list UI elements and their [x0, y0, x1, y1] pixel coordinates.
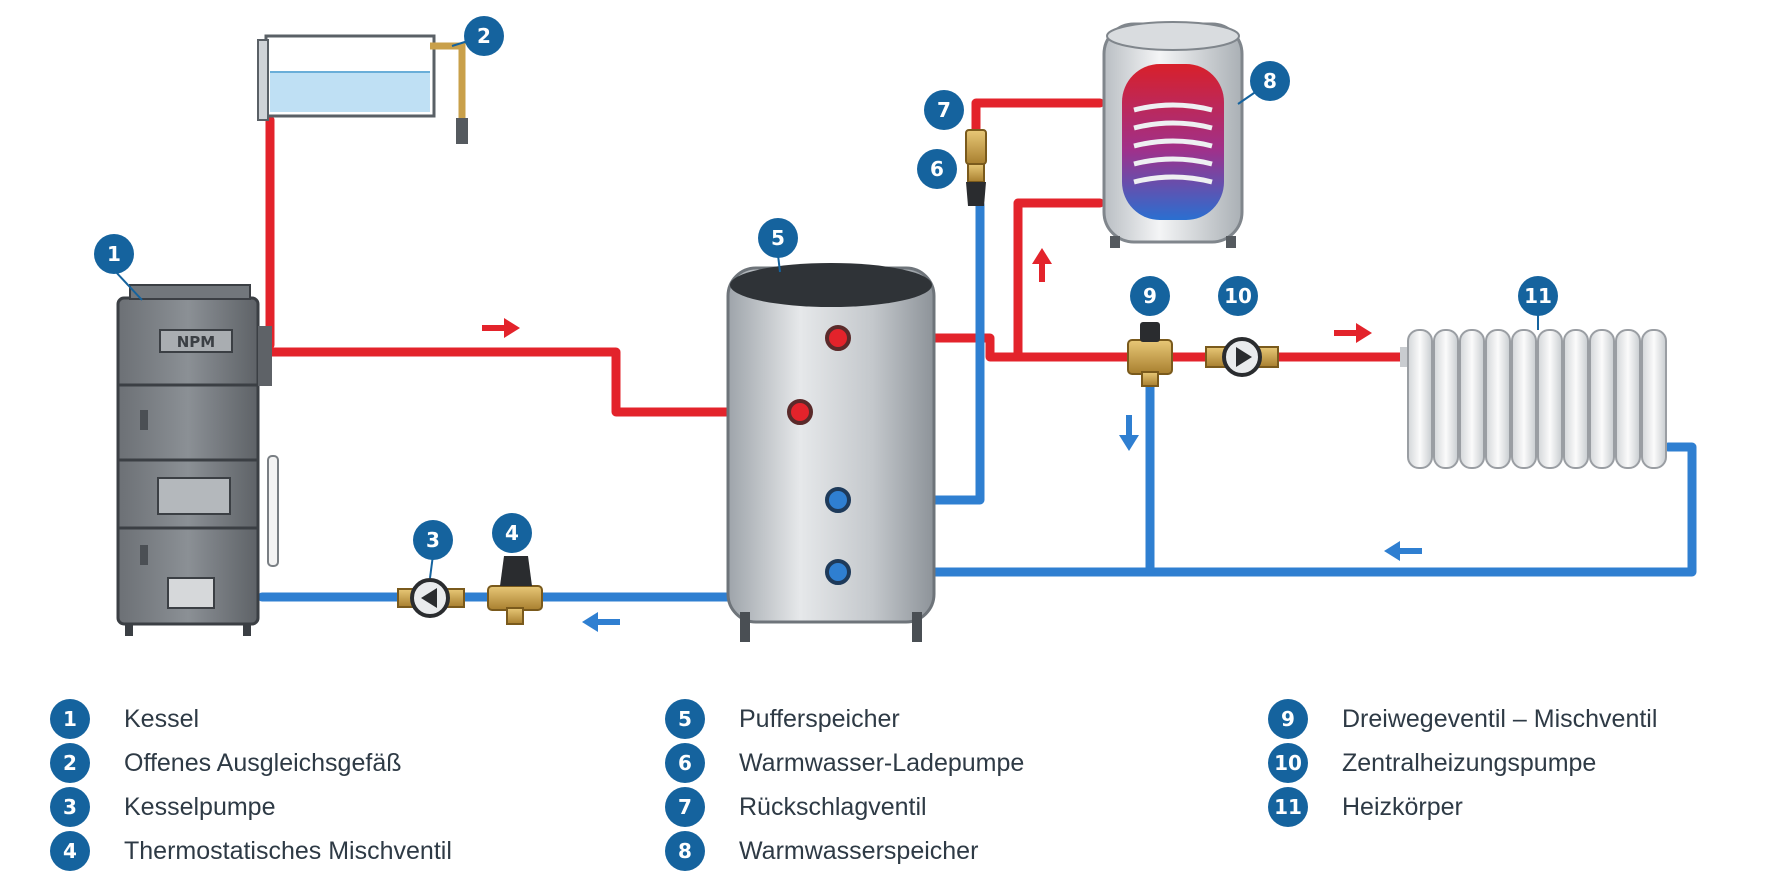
flow-arrows — [482, 248, 1422, 632]
legend-item-2: 2 Offenes Ausgleichsgefäß — [50, 741, 452, 785]
svg-text:1: 1 — [107, 242, 121, 266]
legend-label: Warmwasser-Ladepumpe — [739, 748, 1025, 777]
legend-badge: 9 — [1268, 699, 1308, 739]
svg-text:7: 7 — [937, 98, 951, 122]
radiator — [1400, 329, 1667, 469]
legend-item-11: 11 Heizkörper — [1268, 785, 1657, 829]
callout-badge-3: 3 — [413, 520, 453, 560]
callout-badge-11: 11 — [1518, 276, 1558, 316]
svg-text:5: 5 — [771, 226, 785, 250]
arrow-cold-down-icon — [1119, 415, 1139, 451]
thermostatic-mixing-valve — [487, 556, 543, 625]
legend-item-1: 1 Kessel — [50, 697, 452, 741]
arrow-hot-right-icon — [482, 318, 520, 338]
callout-badge-4: 4 — [492, 513, 532, 553]
svg-text:4: 4 — [505, 521, 519, 545]
svg-text:8: 8 — [1263, 69, 1277, 93]
legend-label: Heizkörper — [1342, 792, 1463, 821]
central-heating-pump — [1205, 337, 1279, 377]
legend-item-4: 4 Thermostatisches Mischventil — [50, 829, 452, 873]
legend-badge: 7 — [665, 787, 705, 827]
arrow-hot-right-icon — [1334, 323, 1372, 343]
legend-badge: 2 — [50, 743, 90, 783]
legend-label: Offenes Ausgleichsgefäß — [124, 748, 402, 777]
legend-badge: 6 — [665, 743, 705, 783]
dhw-top-pipe — [971, 98, 1105, 140]
legend-badge: 4 — [50, 831, 90, 871]
callout-badge-2: 2 — [464, 16, 504, 56]
boiler-logo: NPM — [177, 333, 215, 351]
callout-badge-5: 5 — [758, 218, 798, 258]
legend-item-3: 3 Kesselpumpe — [50, 785, 452, 829]
legend-label: Pufferspeicher — [739, 704, 900, 733]
callout-badge-9: 9 — [1130, 276, 1170, 316]
legend-label: Kessel — [124, 704, 200, 733]
svg-text:3: 3 — [426, 528, 440, 552]
legend-label: Warmwasserspeicher — [739, 836, 979, 865]
legend-item-7: 7 Rückschlagventil — [665, 785, 1024, 829]
svg-text:10: 10 — [1224, 284, 1252, 308]
boiler-flow-pipe — [257, 347, 805, 417]
legend-badge: 5 — [665, 699, 705, 739]
legend-label: Dreiwegeventil – Mischventil — [1342, 704, 1658, 733]
legend-badge: 10 — [1268, 743, 1308, 783]
legend-item-9: 9 Dreiwegeventil – Mischventil — [1268, 697, 1657, 741]
svg-text:2: 2 — [477, 24, 491, 48]
buffer-tank — [726, 263, 936, 642]
legend-badge: 1 — [50, 699, 90, 739]
dhw-charging-pump — [966, 163, 986, 206]
svg-text:9: 9 — [1143, 284, 1157, 308]
legend-item-8: 8 Warmwasserspeicher — [665, 829, 1024, 873]
legend-column-2: 5 Pufferspeicher 6 Warmwasser-Ladepumpe 7 R… — [665, 697, 1024, 873]
callout-badges: 1 2 3 4 5 6 7 8 9 10 11 — [94, 16, 1558, 579]
dhw-coil-flow-pipe — [1013, 198, 1105, 362]
legend-item-10: 10 Zentralheizungspumpe — [1268, 741, 1657, 785]
callout-badge-1: 1 — [94, 234, 134, 274]
legend-item-6: 6 Warmwasser-Ladepumpe — [665, 741, 1024, 785]
legend-label: Kesselpumpe — [124, 792, 276, 821]
expansion-tank — [257, 34, 468, 144]
callout-badge-10: 10 — [1218, 276, 1258, 316]
svg-text:6: 6 — [930, 157, 944, 181]
boiler: NPM — [116, 284, 279, 636]
legend-label: Zentralheizungspumpe — [1342, 748, 1597, 777]
legend-column-1: 1 Kessel 2 Offenes Ausgleichsgefäß 3 Kessel… — [50, 697, 452, 873]
legend-badge: 3 — [50, 787, 90, 827]
heating-return-pipe — [833, 442, 1697, 577]
callout-badge-6: 6 — [917, 149, 957, 189]
legend-column-3: 9 Dreiwegeventil – Mischventil 10 Zentralh… — [1268, 697, 1657, 829]
callout-badge-7: 7 — [924, 90, 964, 130]
legend-label: Thermostatisches Mischventil — [124, 836, 452, 865]
dhw-tank — [1102, 21, 1244, 248]
svg-text:11: 11 — [1524, 284, 1552, 308]
legend-badge: 8 — [665, 831, 705, 871]
three-way-mixing-valve — [1127, 322, 1173, 387]
boiler-pump — [397, 578, 465, 618]
arrow-hot-up-icon — [1032, 248, 1052, 282]
check-valve — [965, 129, 987, 165]
callout-badge-8: 8 — [1250, 61, 1290, 101]
arrow-cold-left-icon — [582, 612, 620, 632]
legend-badge: 11 — [1268, 787, 1308, 827]
legend-item-5: 5 Pufferspeicher — [665, 697, 1024, 741]
arrow-cold-left-icon — [1384, 541, 1422, 561]
legend-label: Rückschlagventil — [739, 792, 927, 821]
heating-system-diagram: NPM — [94, 16, 1697, 642]
